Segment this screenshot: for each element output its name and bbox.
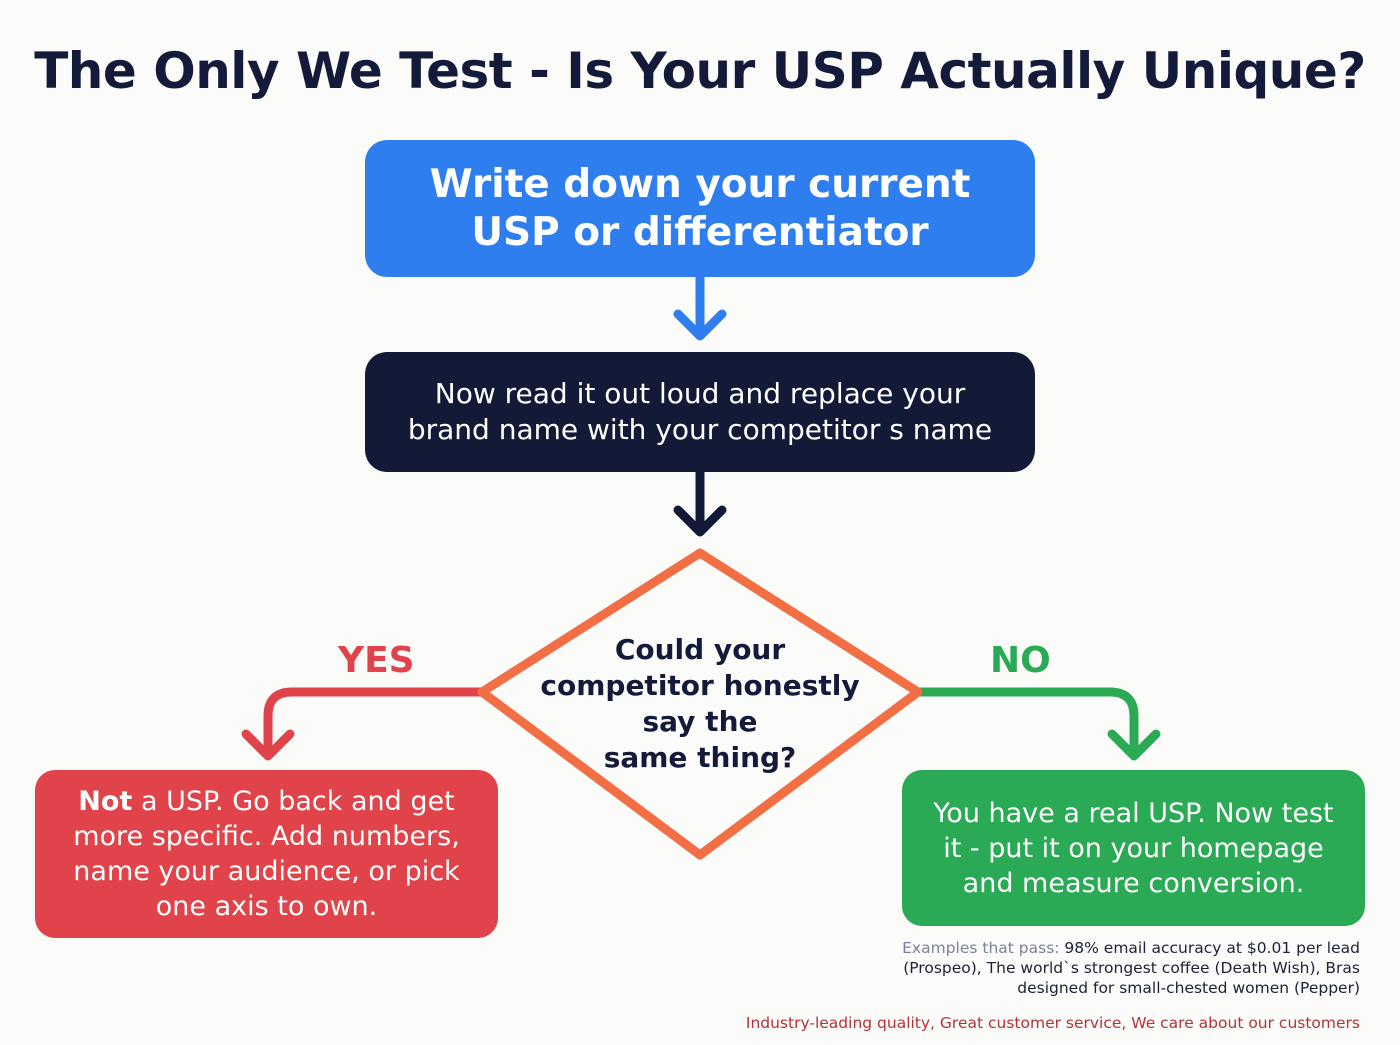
decision-diamond (477, 548, 923, 860)
result-not-usp-text: a USP. Go back and get more specific. Ad… (73, 786, 460, 922)
yes-connector-arrow-icon (241, 687, 485, 761)
pass-examples-label: Examples that pass: (902, 939, 1065, 957)
pass-examples: Examples that pass: 98% email accuracy a… (890, 938, 1360, 998)
step1-line2: USP or differentiator (471, 209, 929, 255)
result-not-usp-bold: Not (78, 786, 133, 817)
result-real-usp-text: You have a real USP. Now test it - put i… (933, 797, 1334, 899)
decision-line3: say the (642, 705, 758, 738)
decision-line1: Could your (614, 633, 786, 666)
decision-question: Could your competitor honestly say the s… (530, 632, 870, 776)
step-replace-brand: Now read it out loud and replace your br… (365, 352, 1035, 472)
step2-line2: brand name with your competitor s name (407, 413, 993, 446)
yes-label: YES (338, 640, 415, 681)
fail-examples: Industry-leading quality, Great customer… (745, 1014, 1360, 1032)
arrow-down-icon (673, 467, 727, 537)
result-real-usp: You have a real USP. Now test it - put i… (902, 770, 1365, 926)
step-write-usp: Write down your current USP or different… (365, 140, 1035, 277)
page-title: The Only We Test - Is Your USP Actually … (34, 42, 1366, 100)
no-label: NO (990, 640, 1051, 681)
arrow-down-icon (673, 272, 727, 341)
result-not-usp: Not a USP. Go back and get more specific… (35, 770, 498, 938)
step1-line1: Write down your current (429, 161, 971, 207)
decision-line4: same thing? (603, 741, 797, 774)
step2-line1: Now read it out loud and replace your (434, 377, 966, 410)
no-connector-arrow-icon (915, 687, 1161, 761)
decision-line2: competitor honestly (540, 669, 860, 702)
pass-examples-text: 98% email accuracy at $0.01 per lead (Pr… (903, 939, 1360, 997)
